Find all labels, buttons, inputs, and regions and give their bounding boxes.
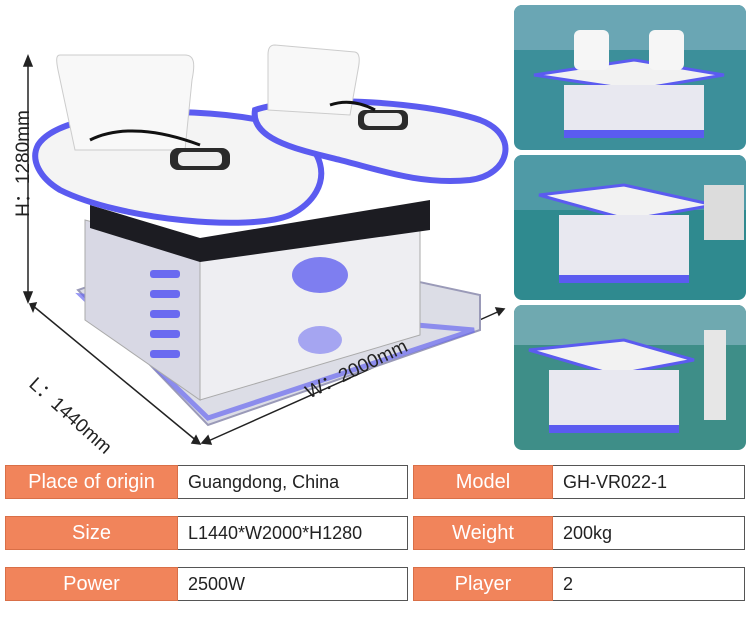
- spec-row-power: Power 2500W: [5, 567, 408, 601]
- height-dimension-label: H：1280mm: [12, 110, 34, 217]
- right-vr-headset: [329, 100, 408, 130]
- spec-value: 200kg: [553, 516, 745, 550]
- photo-thumbnail-1: [514, 5, 746, 150]
- spec-row-weight: Weight 200kg: [413, 516, 745, 550]
- left-vr-headset: [89, 129, 230, 170]
- spec-value: L1440*W2000*H1280: [178, 516, 408, 550]
- spec-value: 2500W: [178, 567, 408, 601]
- spec-label: Power: [5, 567, 178, 601]
- spec-row-size: Size L1440*W2000*H1280: [5, 516, 408, 550]
- spec-label: Weight: [413, 516, 553, 550]
- right-seat-platform: [251, 98, 509, 184]
- spec-label: Model: [413, 465, 553, 499]
- spec-label: Size: [5, 516, 178, 550]
- spec-value: 2: [553, 567, 745, 601]
- spec-row-model: Model GH-VR022-1: [413, 465, 745, 499]
- spec-value: Guangdong, China: [178, 465, 408, 499]
- spec-row-player: Player 2: [413, 567, 745, 601]
- photo-thumbnail-2: [514, 155, 746, 300]
- right-seat-back: [267, 44, 360, 116]
- spec-value: GH-VR022-1: [553, 465, 745, 499]
- photo-thumbnail-3: [514, 305, 746, 450]
- product-hero-image: [22, 44, 509, 445]
- spec-row-place-of-origin: Place of origin Guangdong, China: [5, 465, 408, 499]
- spec-label: Player: [413, 567, 553, 601]
- spec-label: Place of origin: [5, 465, 178, 499]
